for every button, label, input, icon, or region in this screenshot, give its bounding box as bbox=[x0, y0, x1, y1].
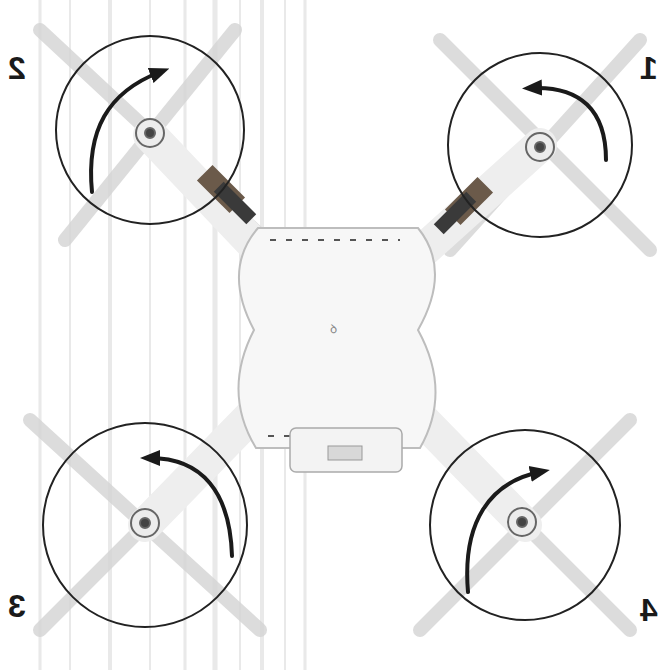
arms bbox=[145, 135, 540, 525]
camera-lens bbox=[328, 446, 362, 460]
body-edges bbox=[268, 240, 408, 436]
logo-mark: ꝺ bbox=[330, 322, 337, 336]
rotor-circles bbox=[43, 36, 632, 627]
camera-gimbal bbox=[290, 428, 402, 472]
callout-number: 3 bbox=[8, 590, 26, 622]
motor-hubs bbox=[131, 119, 554, 537]
arm-bands bbox=[197, 165, 493, 234]
drone-body bbox=[238, 228, 435, 448]
rotation-arrows bbox=[91, 72, 606, 592]
callout-number: 1 bbox=[640, 52, 658, 84]
callout-number: 4 bbox=[640, 594, 658, 626]
callout-number: 2 bbox=[8, 52, 26, 84]
propeller-blades bbox=[30, 30, 650, 630]
